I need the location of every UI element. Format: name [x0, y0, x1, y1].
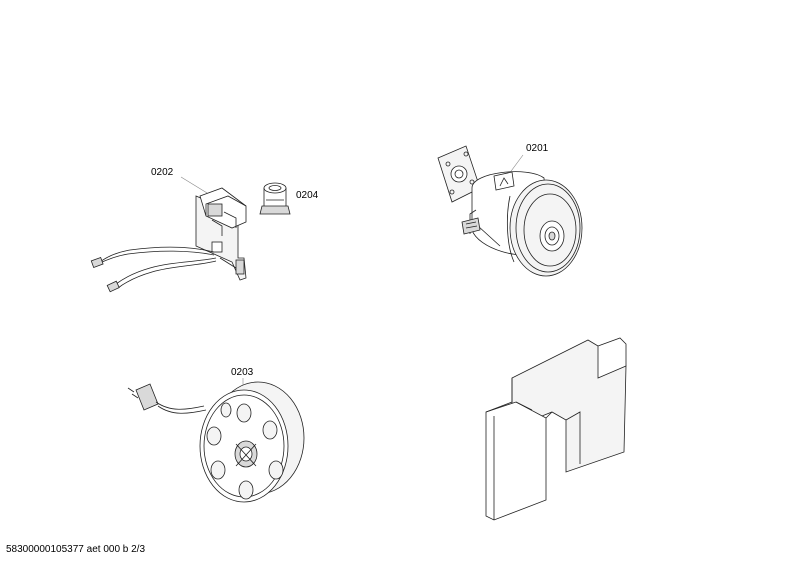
part-number-0204: 0204 — [296, 190, 319, 201]
switch-assembly-leader — [180, 176, 213, 197]
reel-hole — [236, 403, 252, 423]
mains-plug — [135, 383, 159, 411]
part-number-0203: 0203 — [231, 367, 254, 378]
foam-pad-drawing — [485, 337, 627, 521]
relay-block — [211, 241, 223, 253]
document-reference: 58300000105377 aet 000 b 2/3 — [6, 544, 146, 555]
cable-reel-drawing — [127, 378, 305, 503]
capacitor-drawing — [259, 182, 291, 215]
switch-terminal — [207, 203, 223, 217]
wire-connector — [90, 256, 104, 268]
wire-connector — [106, 280, 120, 293]
reel-hole — [206, 426, 222, 446]
switch-assembly-drawing — [90, 176, 247, 293]
reel-hole — [210, 460, 226, 480]
reel-hole — [220, 402, 232, 418]
foam-pad-front — [485, 401, 547, 521]
part-number-0201: 0201 — [526, 143, 549, 154]
motor-drawing — [437, 145, 583, 277]
board-tab — [235, 259, 245, 275]
reel-hole — [268, 460, 284, 480]
capacitor-bracket — [259, 205, 291, 215]
part-number-0202: 0202 — [151, 167, 174, 178]
reel-hole — [262, 420, 278, 440]
reel-hole — [238, 480, 254, 500]
